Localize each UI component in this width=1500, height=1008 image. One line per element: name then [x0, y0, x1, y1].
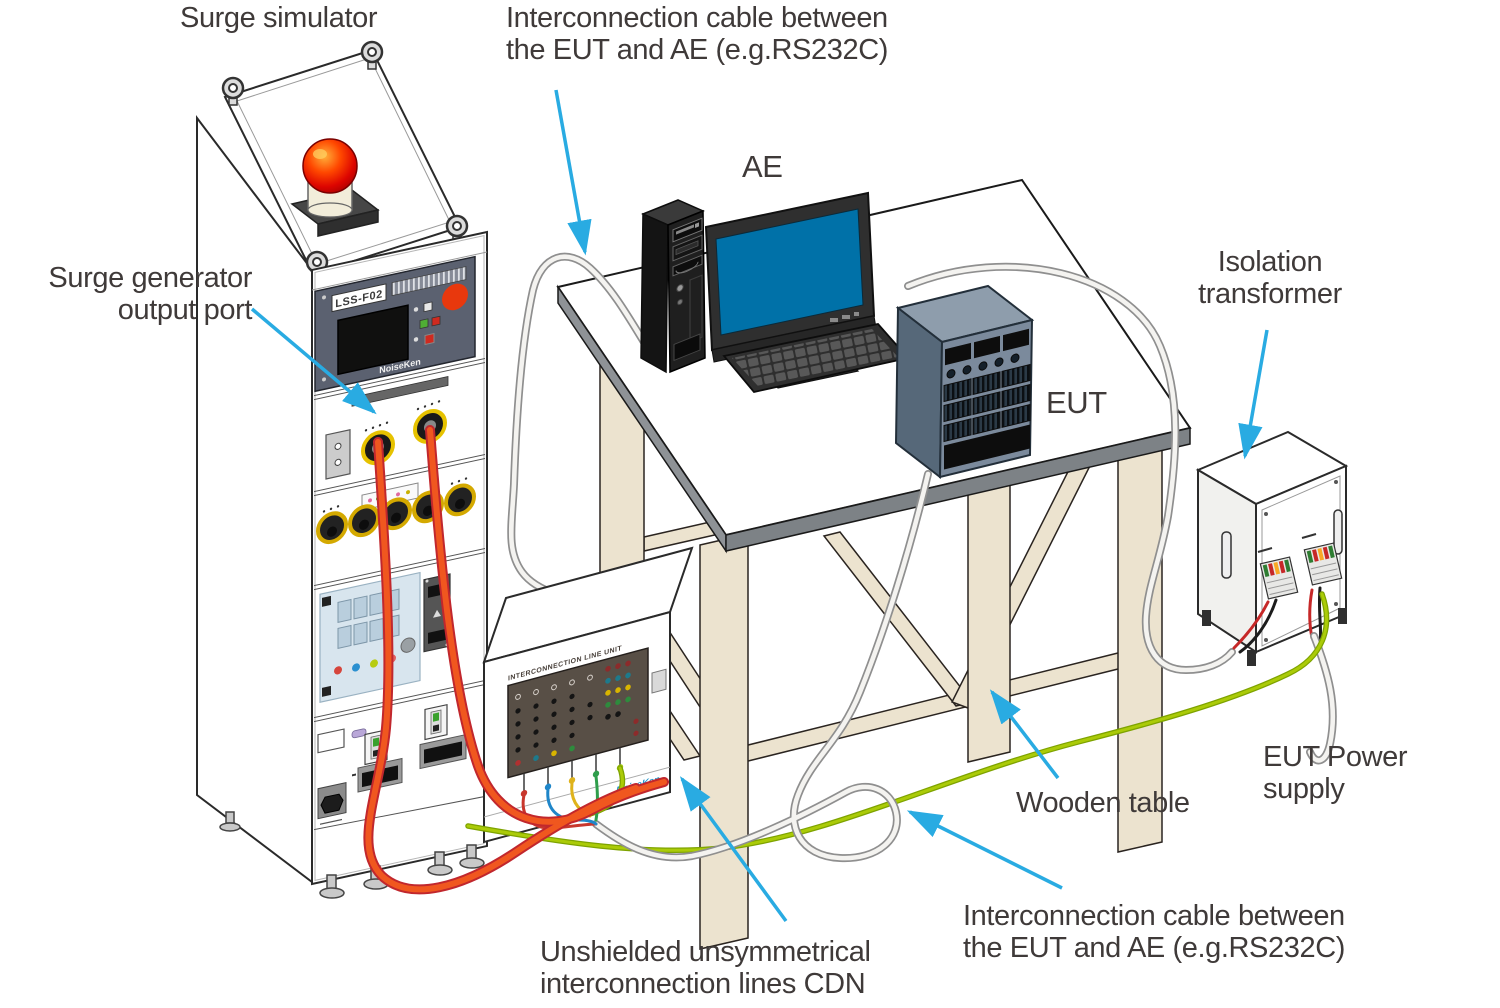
table-low-stretcher [711, 649, 1131, 771]
arrow-interconnection-top [554, 89, 592, 256]
interconnection-cable-ae-to-cdn [507, 252, 654, 598]
label-eut: EUT [1046, 385, 1107, 420]
coupling-unit [316, 477, 476, 545]
warning-beacon [290, 138, 380, 237]
annotation-arrows [250, 89, 1269, 923]
label-wooden-table: Wooden table [1016, 787, 1190, 819]
power-breaker-unit [317, 703, 467, 825]
cdn-patch-panel [507, 647, 649, 779]
emergency-stop-button [442, 283, 468, 311]
lifting-eye-bolts [221, 40, 469, 280]
surge-simulator-rack: LSS-F02 NoiseKen [196, 40, 488, 899]
transformer-handle-left [1221, 531, 1232, 579]
beacon-dome [302, 138, 358, 194]
monitor-screen [715, 208, 864, 336]
label-ae: AE [742, 149, 783, 184]
table-edge-right [725, 427, 1191, 552]
arrow-wooden-table [989, 689, 1060, 780]
breaker-switch-2 [424, 703, 448, 741]
label-surge-generator-output-port: Surge generator output port [48, 262, 252, 327]
control-display [337, 304, 409, 376]
label-isolation-transformer: Isolation transformer [1198, 246, 1342, 311]
cdn-unit: INTERCONNECTION LINE UNIT [482, 546, 694, 844]
transformer-terminal-block-2 [1303, 542, 1343, 586]
table-diagonal-brace-1 [822, 531, 974, 707]
power-inlet [320, 793, 344, 814]
eut-power-supply-cable [1306, 632, 1337, 765]
eut-device [894, 284, 1035, 480]
keypad-control-unit [319, 571, 451, 703]
arrow-interconnection-bottom [906, 810, 1063, 890]
label-surge-simulator: Surge simulator [180, 2, 378, 34]
ae-computer [640, 191, 910, 393]
label-eut-power-supply: EUT Power supply [1263, 741, 1408, 806]
label-cdn: Unshielded unsymmetrical interconnection… [540, 936, 871, 1001]
label-interconnection-cable-bottom: Interconnection cable between the EUT an… [963, 900, 1345, 965]
transformer-handle-right [1333, 509, 1343, 555]
surge-output-cables [363, 425, 669, 895]
arrow-surge-output-port [250, 307, 377, 415]
table-leg-front [699, 533, 749, 950]
interconnection-cable-ae-to-transformer [904, 262, 1236, 675]
surge-generator-main-unit: LSS-F02 NoiseKen [314, 255, 476, 393]
label-interconnection-cable-top: Interconnection cable between the EUT an… [506, 2, 888, 67]
table-leg-middle [967, 447, 1011, 763]
arrow-cdn [679, 776, 788, 923]
pc-tower [640, 199, 706, 374]
arrow-isolation-transformer [1238, 329, 1269, 460]
interconnection-cable-eut-to-cdn [592, 470, 932, 863]
transformer-terminal-block-1 [1259, 556, 1299, 600]
